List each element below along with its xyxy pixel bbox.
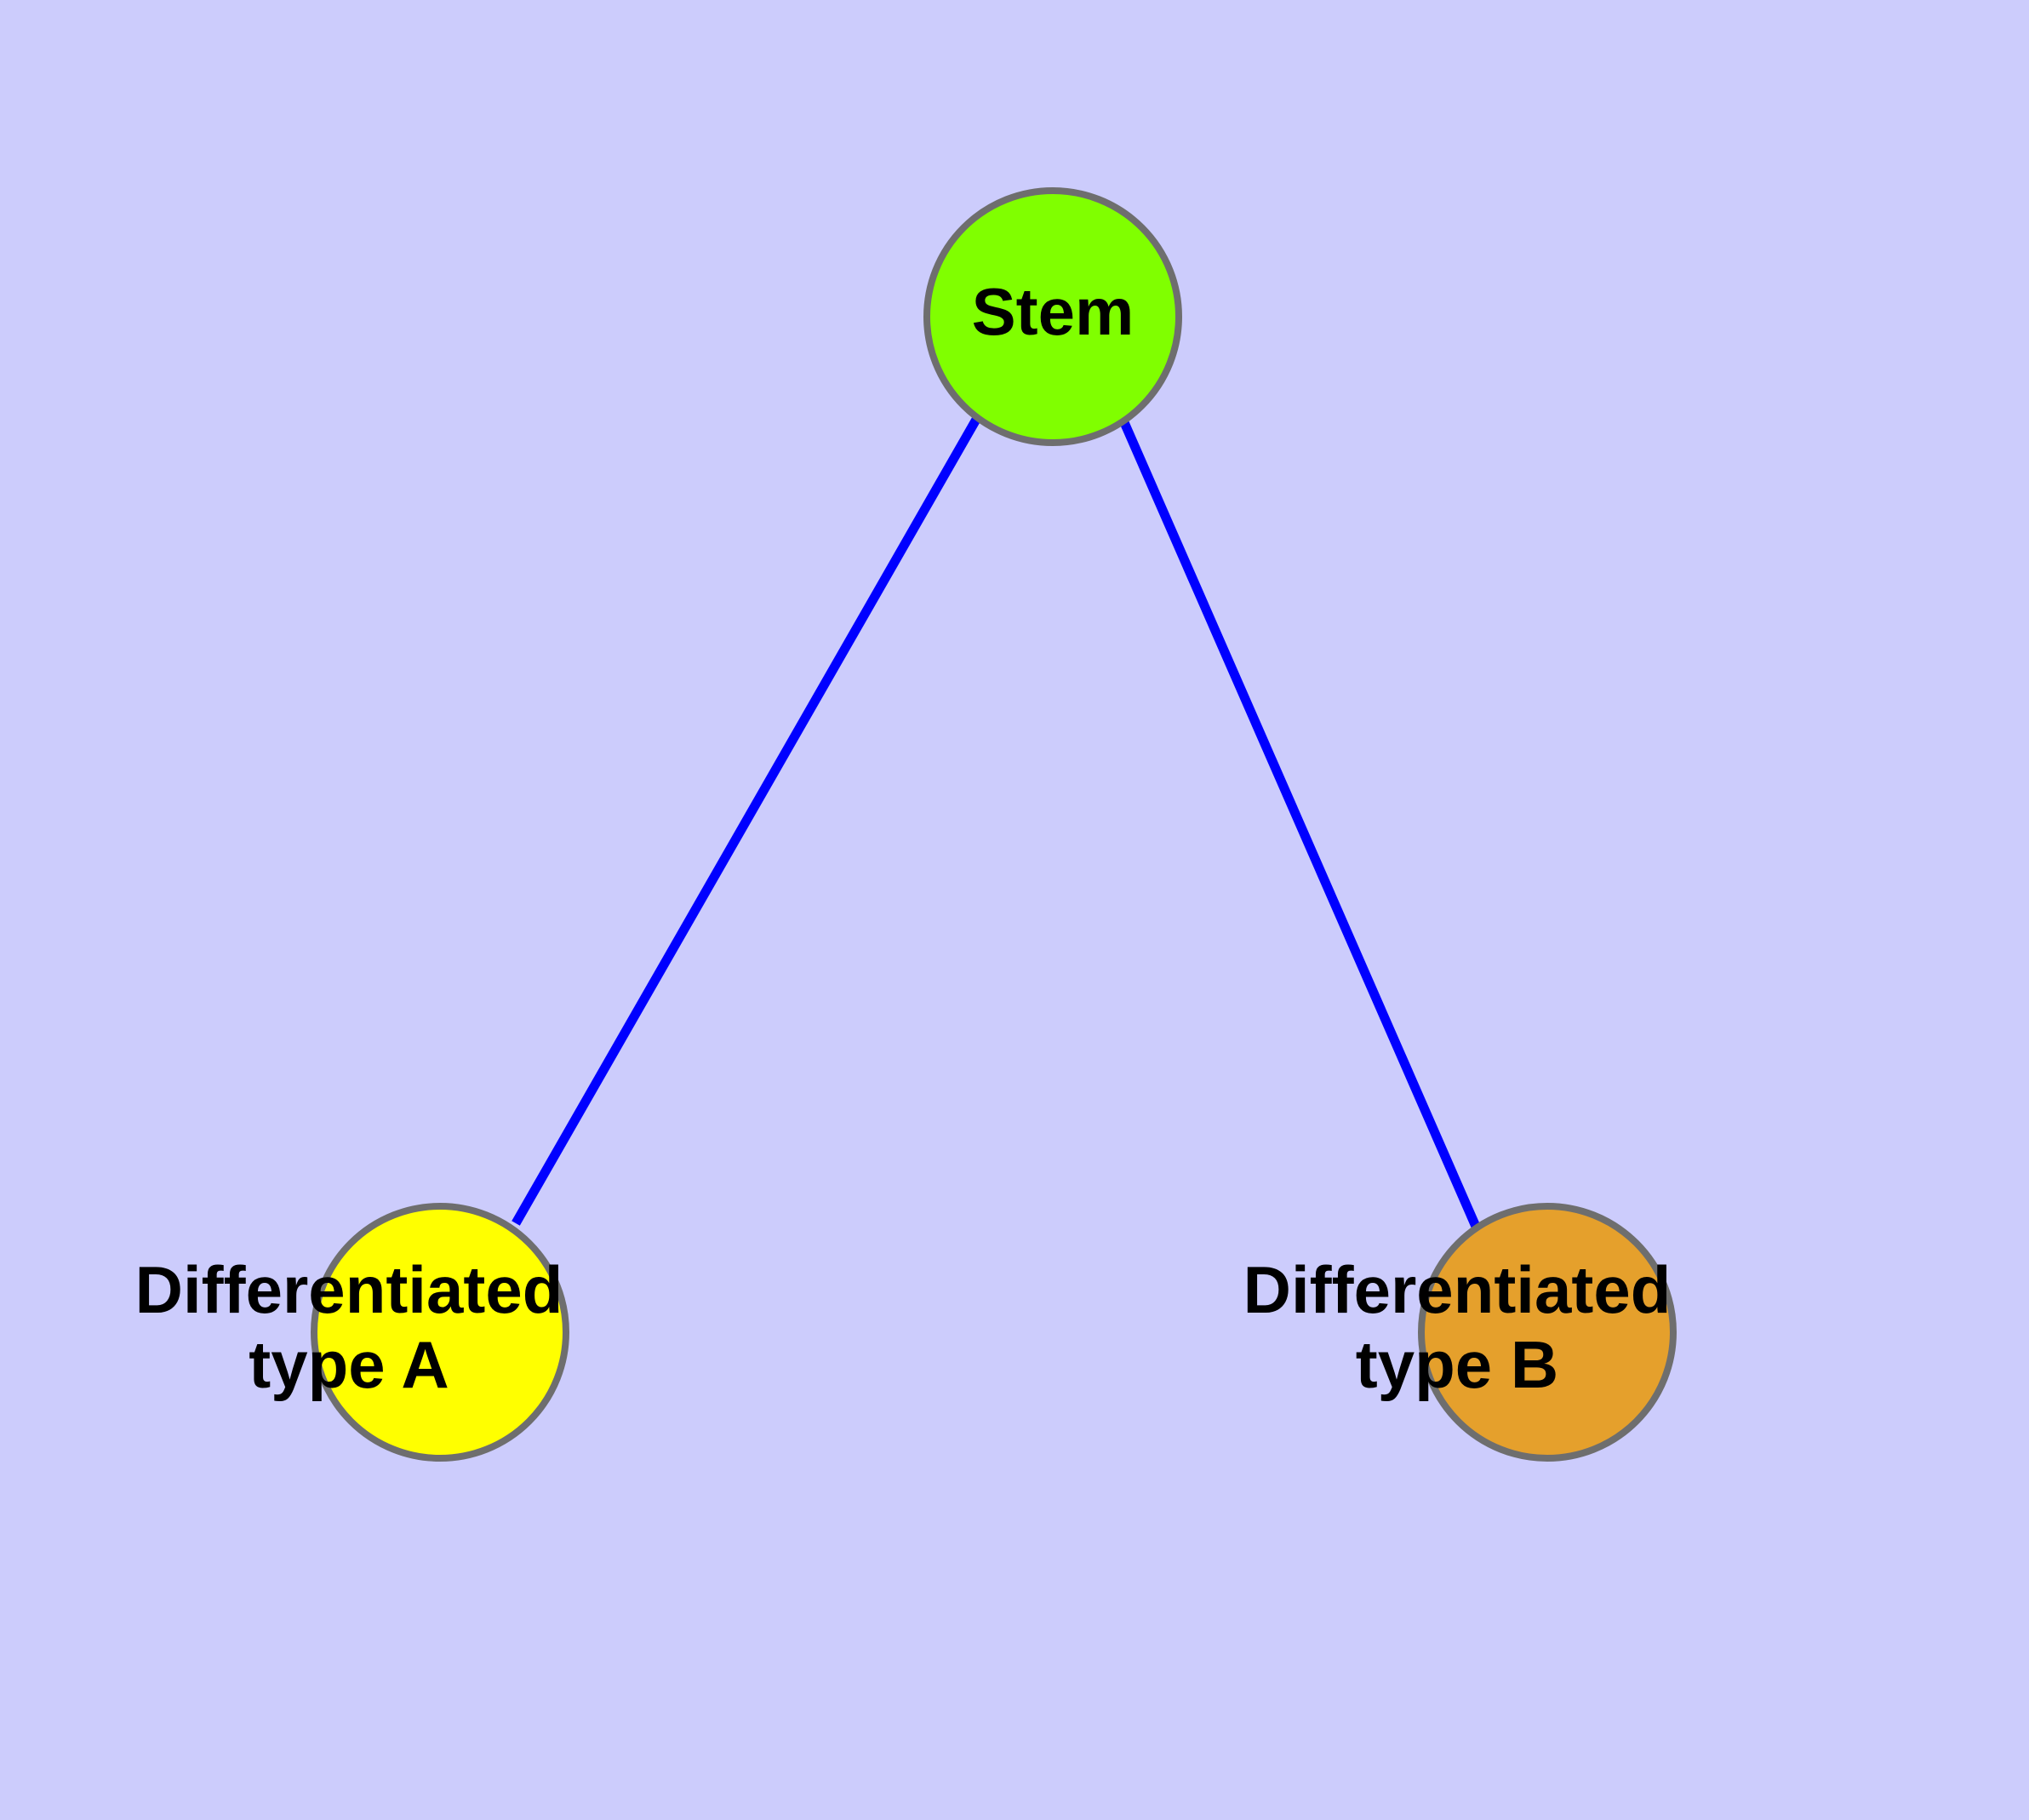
nodes-layer xyxy=(311,187,1677,1462)
graph-node-diff_b[interactable] xyxy=(1418,1203,1677,1462)
node-label-line: Differentiated xyxy=(1243,1252,1672,1327)
node-label-line: Stem xyxy=(972,274,1135,349)
node-label-line: type A xyxy=(249,1327,449,1402)
node-label-line: Differentiated xyxy=(135,1252,563,1327)
node-label-line: type B xyxy=(1356,1327,1558,1402)
graph-edge[interactable] xyxy=(1118,418,1482,1231)
edges-layer xyxy=(512,415,1482,1231)
graph-node-diff_a[interactable] xyxy=(311,1203,569,1462)
node-label-stem: Stem xyxy=(972,274,1135,349)
graph-node-stem[interactable] xyxy=(923,187,1182,446)
graph-edge[interactable] xyxy=(512,415,981,1226)
